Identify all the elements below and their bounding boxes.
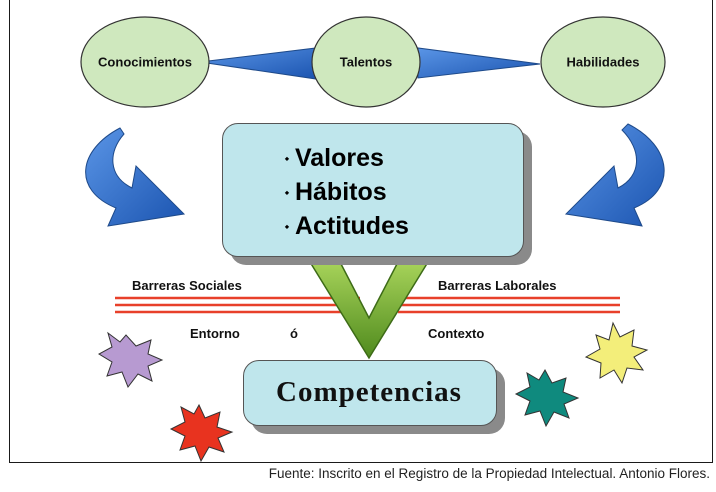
node-habilidades: Habilidades [566,54,640,70]
green-check-arrow [308,261,430,360]
bullet-icon: ⬩ [285,220,289,233]
node-conocimientos: Conocimientos [98,54,192,70]
bullet-icon: ⬩ [285,152,289,165]
label-contexto: Contexto [428,326,485,341]
barrier-lines-left [115,296,360,314]
competencias-label: Competencias [276,375,462,408]
label-barreras-laborales: Barreras Laborales [438,278,557,293]
node-talentos: Talentos [339,54,393,70]
values-box [222,123,524,257]
source-caption: Fuente: Inscrito en el Registro de la Pr… [268,466,710,481]
values-list: ⬩Valores ⬩Hábitos ⬩Actitudes [285,142,409,244]
curved-arrow-left [85,127,186,227]
barrier-lines-right [398,296,620,314]
label-entorno: Entorno [190,326,240,341]
values-item-actitudes: ⬩Actitudes [285,211,409,240]
values-item-habitos: ⬩Hábitos [285,177,387,206]
star-yellow [584,321,649,385]
arrow-talentos-habilidades [417,47,541,79]
star-teal [514,368,580,428]
star-purple [97,331,164,389]
star-red [169,403,234,463]
bullet-icon: ⬩ [285,186,289,199]
values-item-valores: ⬩Valores [285,144,384,172]
ellipse-habilidades [540,16,666,108]
curved-arrow-right [564,123,665,227]
ellipse-conocimientos [80,16,210,108]
competencias-box [243,360,497,426]
label-barreras-sociales: Barreras Sociales [132,278,242,293]
ellipse-talentos [311,16,421,108]
diagram-frame [9,0,713,463]
arrow-conocimientos-talentos [199,47,317,80]
label-o: ó [290,326,298,341]
